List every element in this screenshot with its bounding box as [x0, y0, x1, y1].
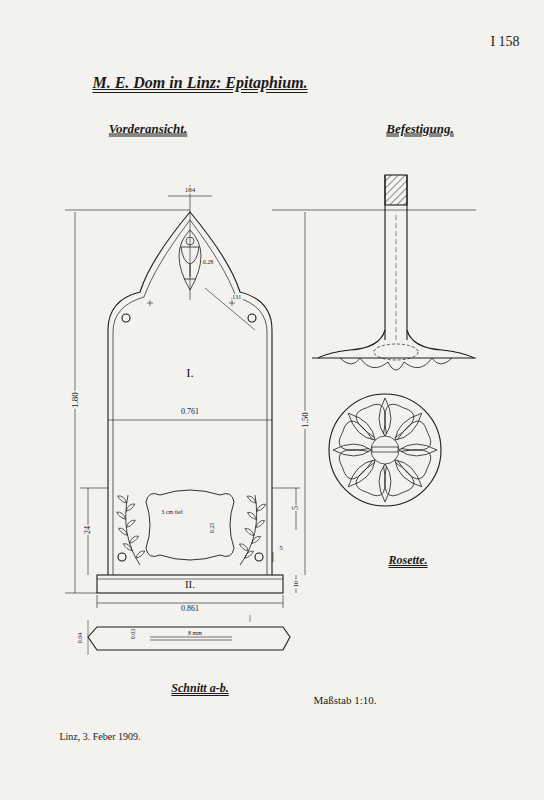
dimension: 5: [279, 545, 283, 552]
rosette-lobe: [397, 450, 430, 479]
scale-note: Maßstab 1:10.: [314, 695, 377, 706]
inscription-note: 3 cm tief: [161, 509, 182, 515]
rosette-lobe: [356, 462, 385, 495]
view-heading: Befestigung.: [386, 122, 454, 135]
dimension: 8 mm: [188, 630, 202, 636]
rosette-lobe: [339, 450, 372, 479]
dimension: 5: [292, 505, 300, 511]
dimension: 0.761: [180, 408, 200, 416]
field-number: II.: [185, 579, 195, 590]
dimension: 0.28: [202, 259, 215, 265]
palm-leaf: [239, 544, 248, 551]
archive-number: I 158: [490, 35, 519, 49]
rosette-lobe: [339, 421, 372, 450]
palm-leaf: [257, 504, 266, 511]
palm-leaf: [256, 520, 265, 527]
view-heading: Schnitt a-b.: [171, 682, 228, 694]
dimension: 0.861: [180, 605, 200, 613]
rosette-lobe: [385, 462, 414, 495]
dimension: .131: [230, 294, 243, 300]
field-number: I.: [186, 366, 194, 379]
palm-leaf: [245, 529, 254, 536]
palm-leaf: [119, 528, 128, 535]
dimension: 24: [84, 525, 92, 535]
palm-leaf: [136, 551, 145, 558]
rosette-lobe: [356, 404, 385, 437]
rosette-lobe: [397, 421, 430, 450]
palm-leaf: [245, 551, 254, 558]
palm-leaf: [123, 544, 132, 551]
palm-leaf: [247, 496, 256, 503]
dimension: 0.04: [77, 633, 83, 644]
palm-leaf: [118, 496, 127, 503]
dimension: 184: [184, 187, 197, 194]
date-note: Linz, 3. Feber 1909.: [59, 732, 140, 742]
dimension: 1.50: [301, 411, 310, 429]
palm-leaf: [117, 512, 126, 519]
view-heading: Rosette.: [389, 554, 428, 566]
rosette-lobe: [385, 404, 414, 437]
palm-leaf: [252, 536, 261, 543]
palm-leaf: [248, 512, 257, 519]
palm-leaf: [126, 520, 135, 527]
dimension: 1.80: [71, 391, 80, 409]
palm-leaf: [126, 504, 135, 511]
dimension: 0.03: [130, 629, 136, 640]
dimension: 10: [293, 580, 300, 589]
view-heading: Vorderansicht.: [109, 122, 187, 135]
drawing-title: M. E. Dom in Linz: Epitaphium.: [92, 75, 307, 91]
palm-leaf: [130, 536, 139, 543]
dimension: 0.25: [209, 523, 215, 534]
